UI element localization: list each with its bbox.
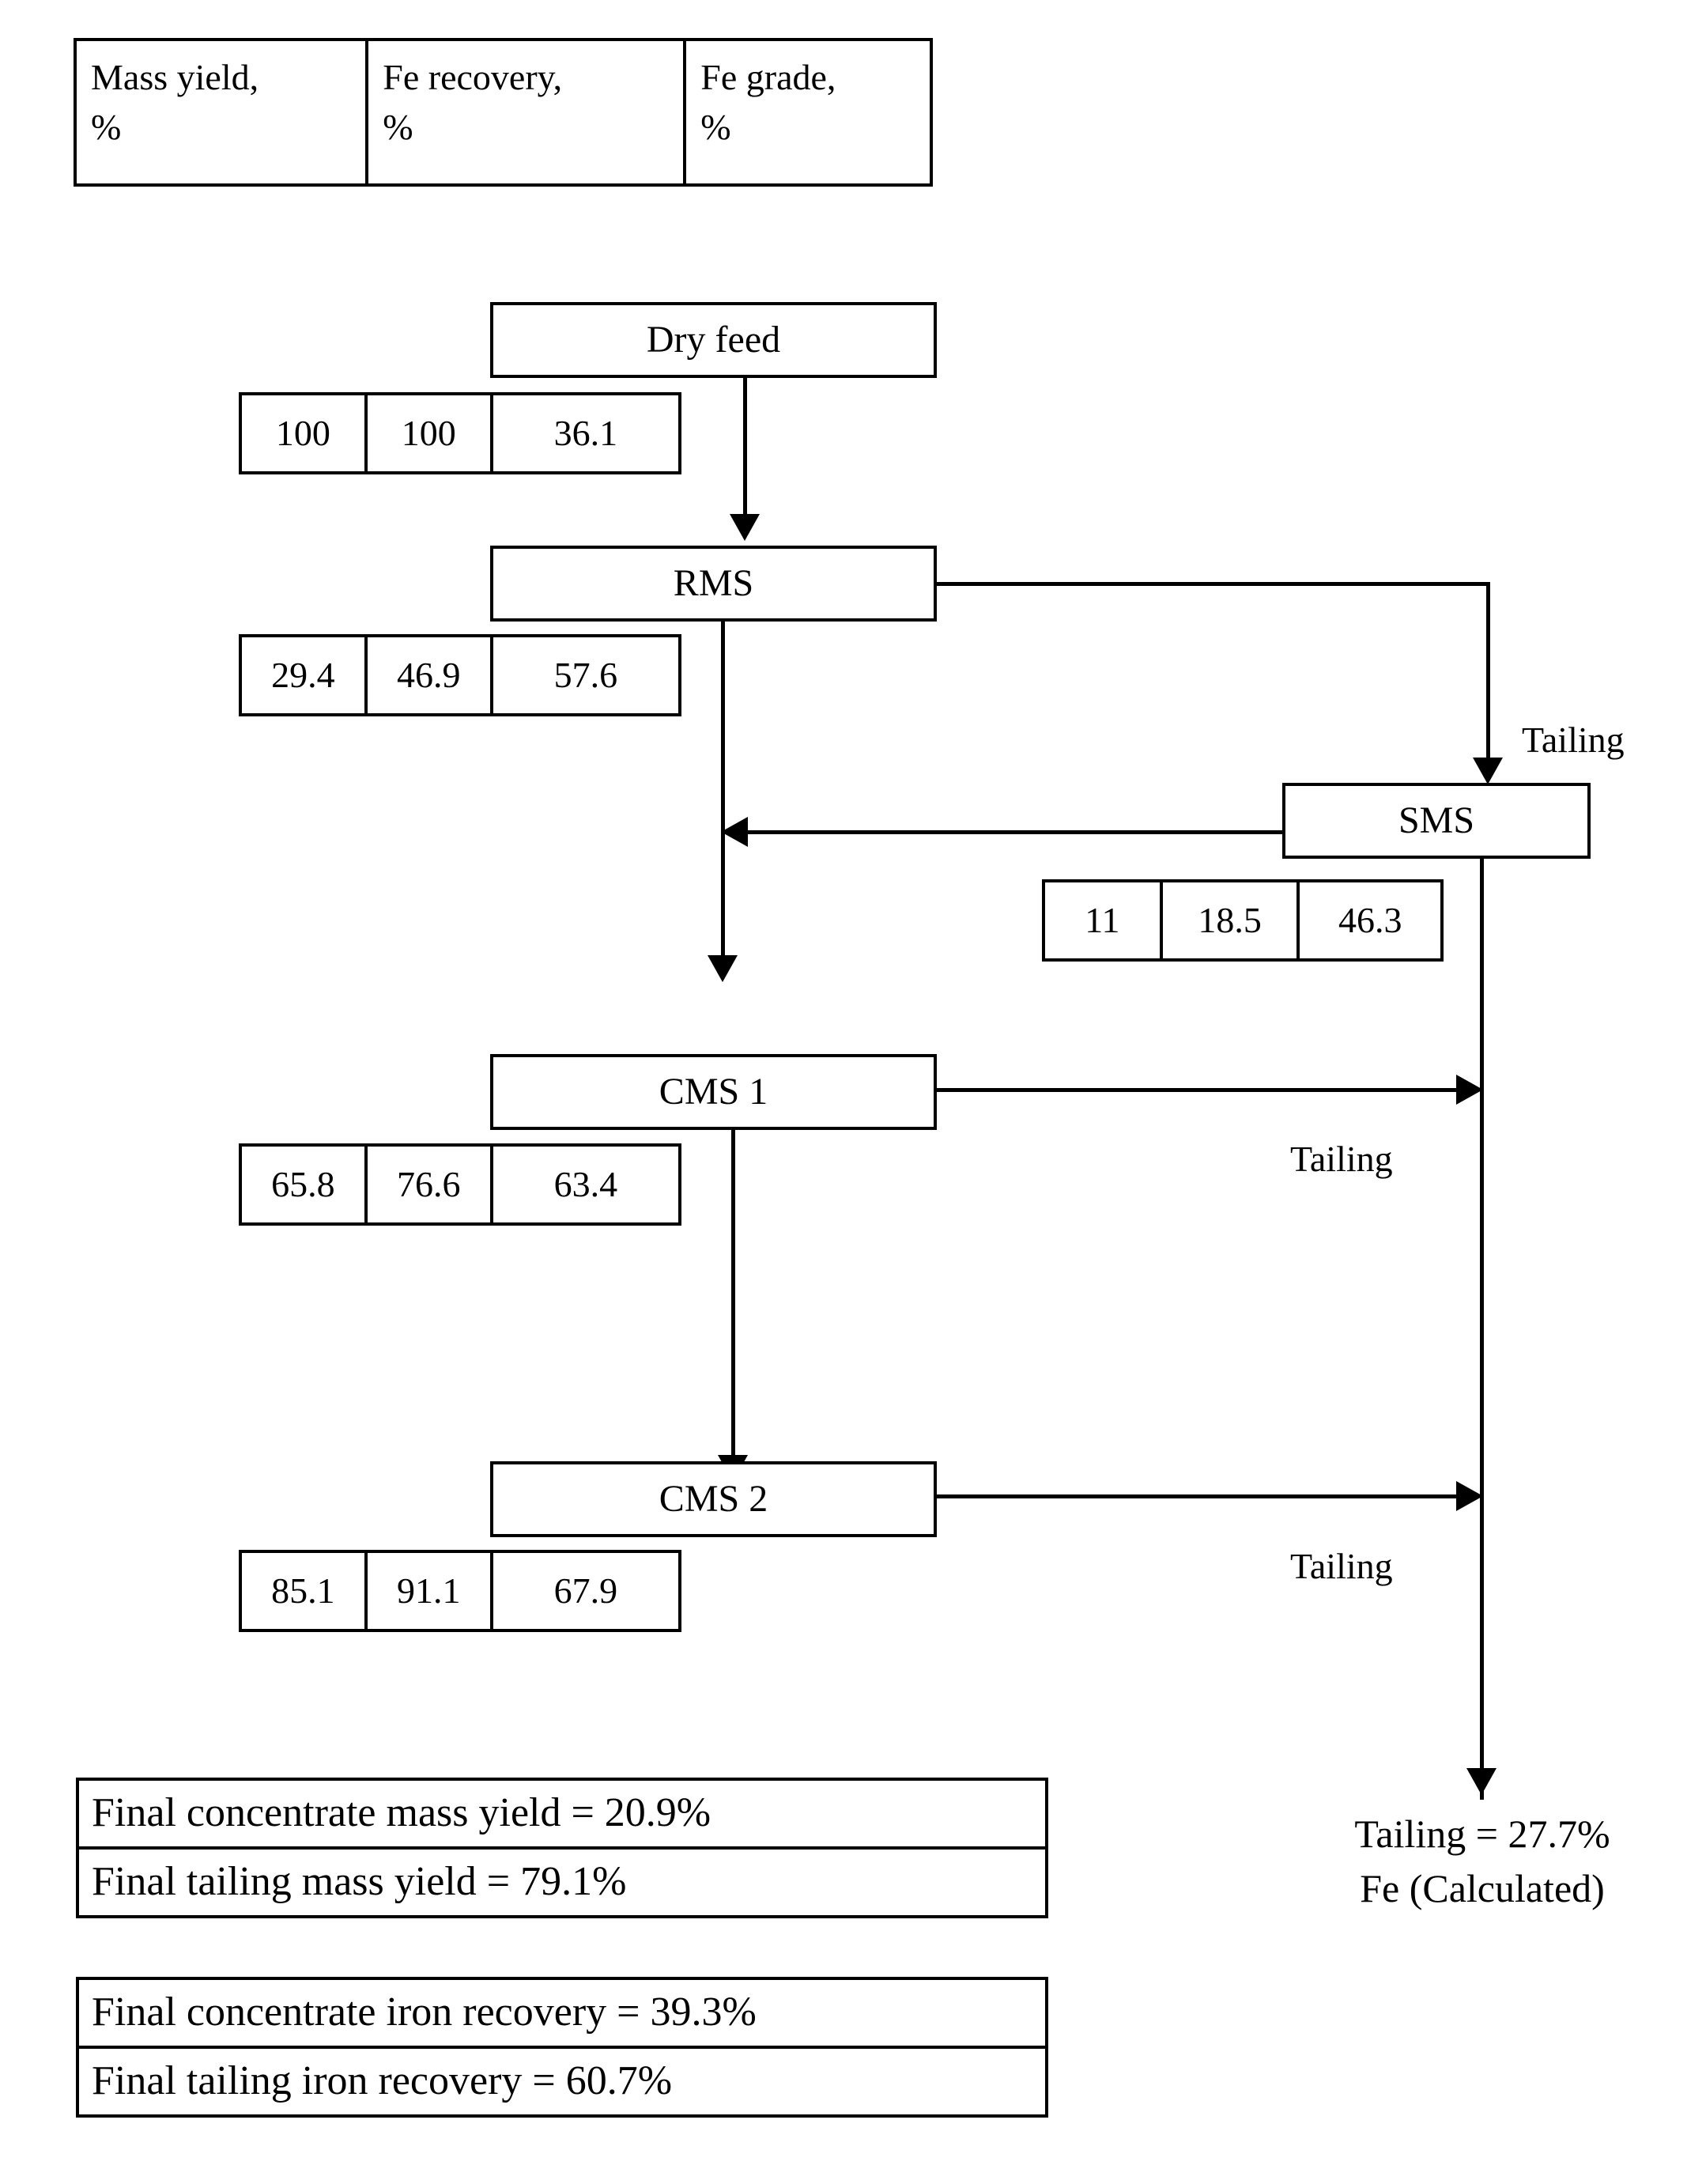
process-label-cms2: CMS 2 <box>659 1478 768 1520</box>
connector-rms-cms1 <box>721 622 725 969</box>
value-cell-fe-grade: 36.1 <box>553 413 618 453</box>
value-cell-fe-grade: 46.3 <box>1338 900 1402 940</box>
legend-unit-mass-yield: % <box>91 107 122 148</box>
legend-label-fe-grade: Fe grade, <box>700 57 836 97</box>
value-cell-fe-grade: 57.6 <box>553 655 618 695</box>
value-table-dry-feed: 100 100 36.1 <box>239 392 681 474</box>
connector-cms1-tailing <box>937 1088 1459 1092</box>
connector-cms2-tailing <box>937 1494 1459 1498</box>
legend-unit-fe-recovery: % <box>383 107 413 148</box>
legend-cell-fe-grade: Fe grade, % <box>686 41 930 183</box>
final-tailing-note: Fe (Calculated) <box>1360 1866 1605 1910</box>
arrowhead-rms-tailing <box>1473 758 1503 784</box>
process-label-cms1: CMS 1 <box>659 1071 768 1113</box>
summary-row-concentrate-iron-recovery: Final concentrate iron recovery = 39.3% <box>79 1980 1045 2050</box>
connector-sms-concentrate <box>743 830 1285 834</box>
arrowhead-dryfeed-rms <box>730 514 760 541</box>
value-cell-fe-recovery: 46.9 <box>368 637 493 713</box>
final-tailing-value: Tailing = 27.7% <box>1354 1812 1610 1856</box>
process-box-rms: RMS <box>490 546 937 622</box>
arrowhead-final-tailing <box>1466 1768 1497 1795</box>
connector-rms-tailing-horizontal <box>937 582 1490 586</box>
legend-label-fe-recovery: Fe recovery, <box>383 57 563 97</box>
edge-label-tailing-cms2: Tailing <box>1290 1546 1393 1586</box>
arrowhead-rms-cms1 <box>708 955 738 982</box>
legend-cell-mass-yield: Mass yield, % <box>77 41 369 183</box>
summary-row-tailing-mass-yield: Final tailing mass yield = 79.1% <box>92 1859 627 1905</box>
value-table-sms: 11 18.5 46.3 <box>1042 879 1444 962</box>
summary-row-tailing-iron-recovery: Final tailing iron recovery = 60.7% <box>92 2058 673 2104</box>
legend-table: Mass yield, % Fe recovery, % Fe grade, % <box>74 38 933 187</box>
edge-label-tailing-rms: Tailing <box>1522 720 1625 760</box>
value-table-cms1: 65.8 76.6 63.4 <box>239 1143 681 1226</box>
value-cell-fe-recovery: 100 <box>368 395 493 471</box>
connector-cms1-cms2 <box>731 1130 735 1470</box>
process-label-dry-feed: Dry feed <box>646 319 781 361</box>
legend-unit-fe-grade: % <box>700 107 731 148</box>
connector-dryfeed-rms <box>743 378 747 528</box>
value-cell-fe-grade: 63.4 <box>553 1164 618 1204</box>
value-cell-mass-yield: 11 <box>1045 882 1163 958</box>
process-box-dry-feed: Dry feed <box>490 302 937 378</box>
value-cell-fe-recovery: 76.6 <box>368 1147 493 1222</box>
process-label-sms: SMS <box>1398 799 1475 841</box>
summary-box-mass-yield: Final concentrate mass yield = 20.9% Fin… <box>76 1778 1048 1919</box>
value-cell-mass-yield: 85.1 <box>242 1553 368 1629</box>
process-label-rms: RMS <box>673 562 754 604</box>
process-box-cms1: CMS 1 <box>490 1054 937 1130</box>
value-cell-fe-grade: 67.9 <box>553 1570 618 1611</box>
legend-label-mass-yield: Mass yield, <box>91 57 259 97</box>
connector-rms-tailing-vertical <box>1486 582 1490 772</box>
final-tailing-caption: Tailing = 27.7% Fe (Calculated) <box>1281 1807 1684 1916</box>
value-cell-mass-yield: 100 <box>242 395 368 471</box>
arrowhead-cms1-tailing <box>1456 1075 1483 1105</box>
value-cell-mass-yield: 65.8 <box>242 1147 368 1222</box>
value-table-cms2: 85.1 91.1 67.9 <box>239 1550 681 1632</box>
arrowhead-cms2-tailing <box>1456 1481 1483 1511</box>
value-table-rms: 29.4 46.9 57.6 <box>239 634 681 716</box>
process-box-cms2: CMS 2 <box>490 1461 937 1537</box>
value-cell-mass-yield: 29.4 <box>242 637 368 713</box>
legend-cell-fe-recovery: Fe recovery, % <box>368 41 687 183</box>
connector-tailing-trunk <box>1480 859 1484 1800</box>
value-cell-fe-recovery: 18.5 <box>1163 882 1300 958</box>
value-cell-fe-recovery: 91.1 <box>368 1553 493 1629</box>
arrowhead-sms-concentrate <box>721 817 748 847</box>
edge-label-tailing-cms1: Tailing <box>1290 1139 1393 1179</box>
process-box-sms: SMS <box>1282 783 1591 859</box>
summary-box-iron-recovery: Final concentrate iron recovery = 39.3% … <box>76 1977 1048 2118</box>
summary-row-concentrate-mass-yield: Final concentrate mass yield = 20.9% <box>79 1781 1045 1850</box>
